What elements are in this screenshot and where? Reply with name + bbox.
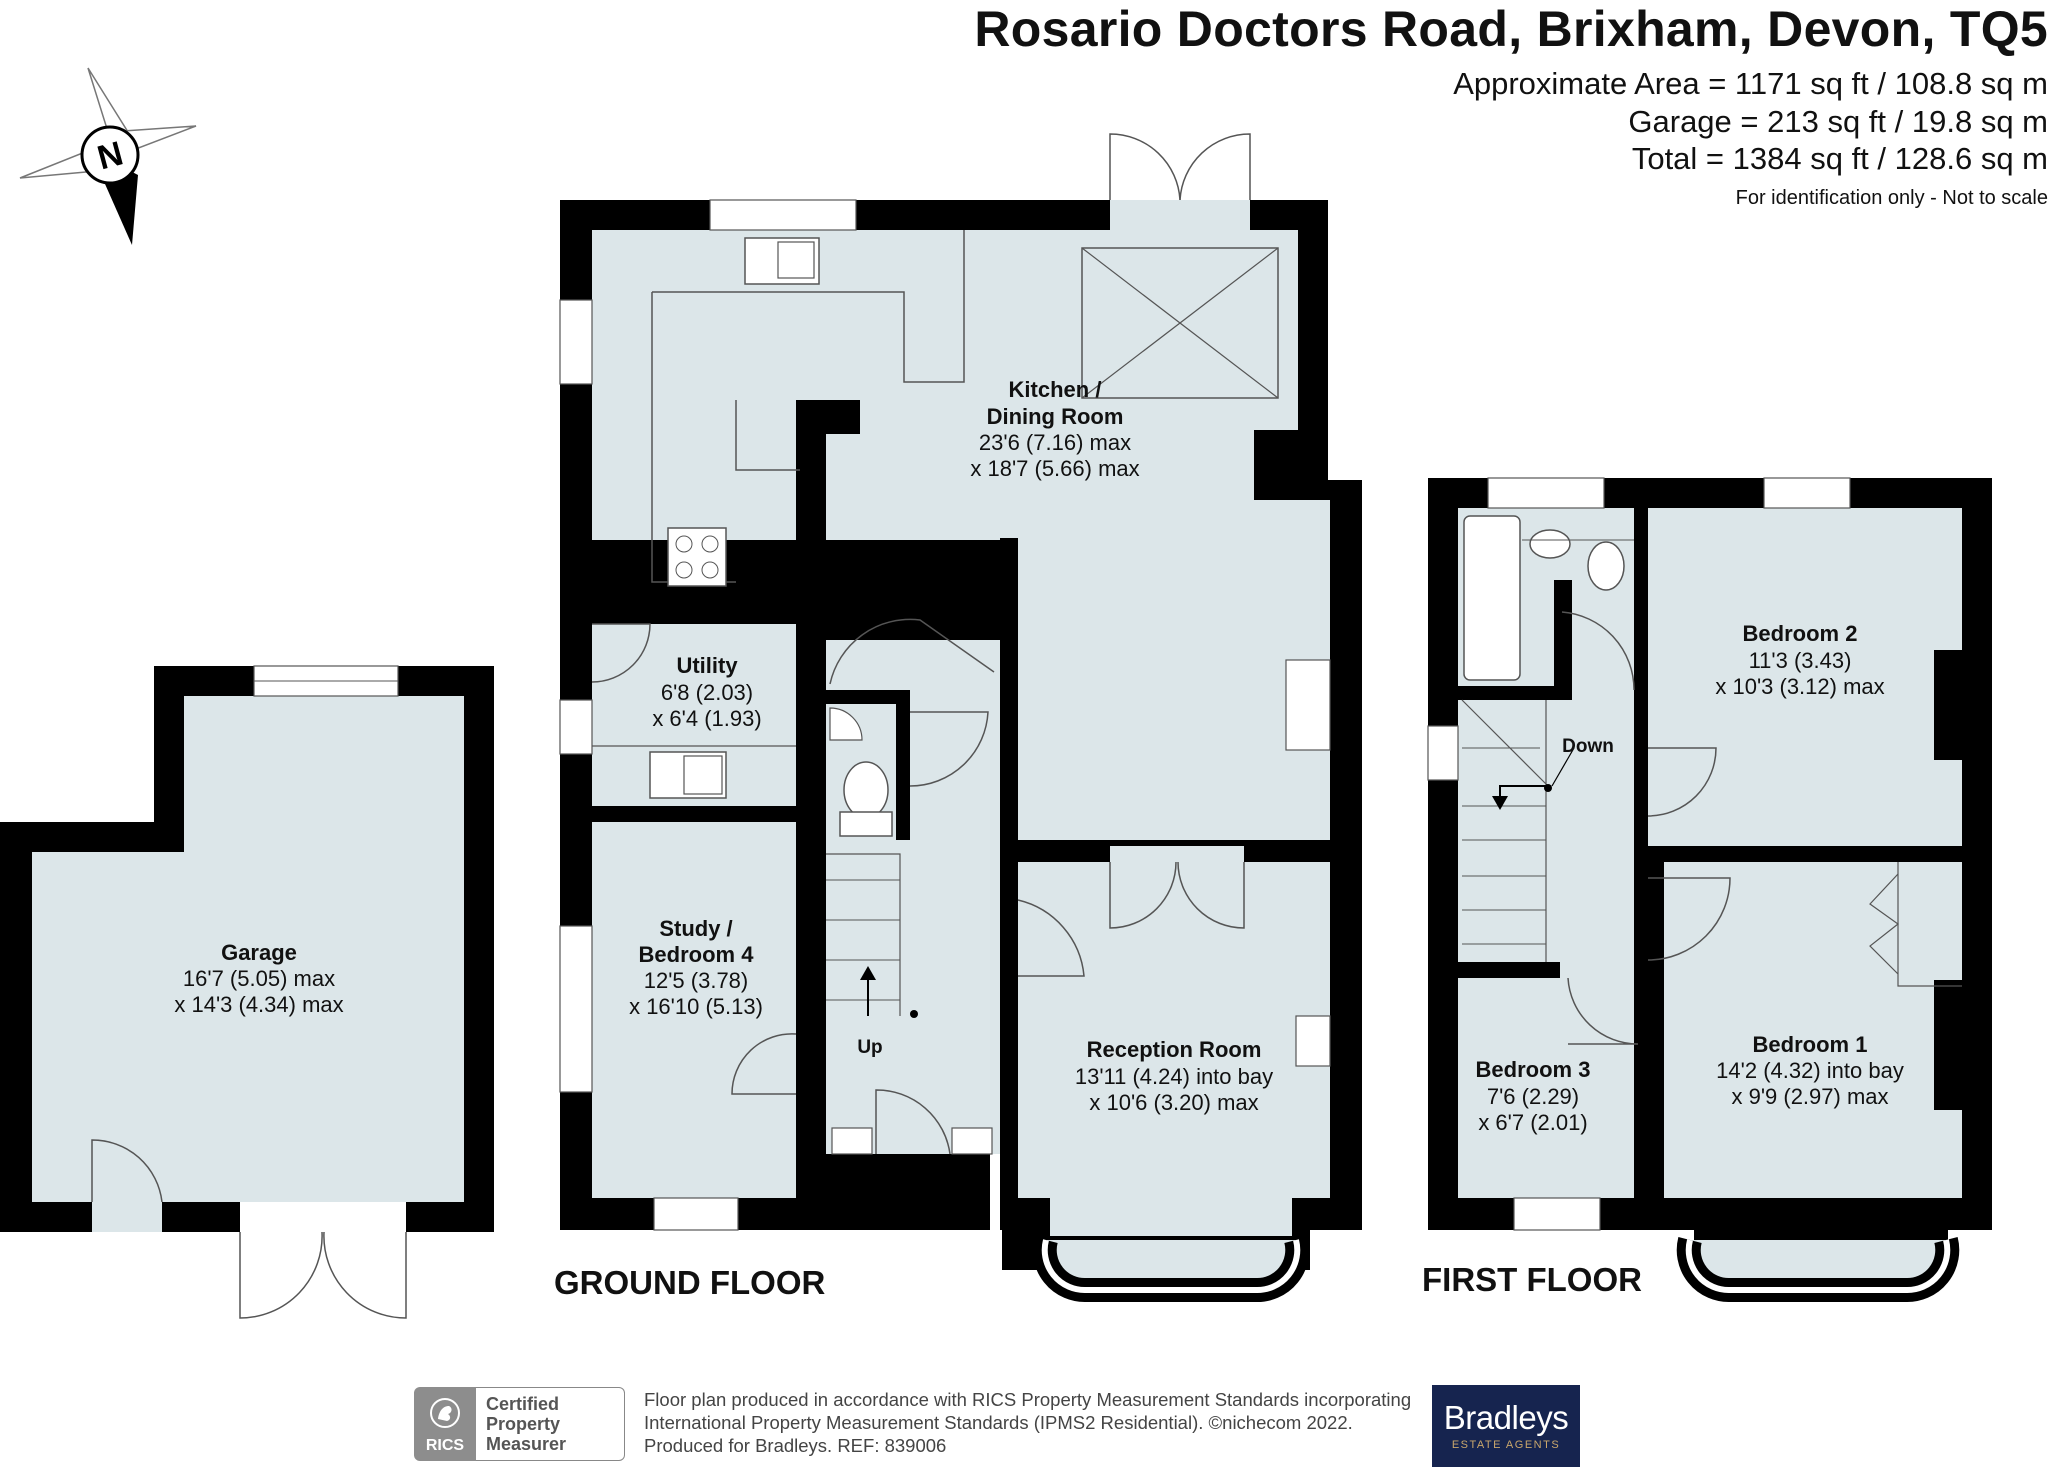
reception-name: Reception Room	[1087, 1037, 1262, 1062]
kitchen-dim-1: 23'6 (7.16) max	[979, 430, 1131, 455]
bedroom1-dim-1: 14'2 (4.32) into bay	[1716, 1058, 1904, 1083]
bedroom3-dim-2: x 6'7 (2.01)	[1478, 1110, 1587, 1135]
rics-lion-icon	[430, 1398, 460, 1428]
study-name-2: Bedroom 4	[639, 942, 755, 967]
garage-plan	[0, 665, 494, 1319]
garage-dim-2: x 14'3 (4.34) max	[174, 992, 343, 1017]
total-area-line: Total = 1384 sq ft / 128.6 sq m	[1631, 141, 2048, 176]
bedroom1-dim-2: x 9'9 (2.97) max	[1731, 1084, 1888, 1109]
garage-name: Garage	[221, 940, 297, 965]
utility-dim-1: 6'8 (2.03)	[661, 680, 753, 705]
stairs-down-label: Down	[1562, 736, 1614, 757]
rics-logo: RICS	[414, 1387, 476, 1461]
rics-badge-text: Certified Property Measurer	[476, 1387, 625, 1461]
footer-line-2: International Property Measurement Stand…	[644, 1412, 1353, 1433]
kitchen-name-1: Kitchen /	[1009, 377, 1102, 402]
bedroom2-name: Bedroom 2	[1743, 621, 1858, 646]
garage-dim-1: 16'7 (5.05) max	[183, 966, 335, 991]
garage-area-line: Garage = 213 sq ft / 19.8 sq m	[1628, 104, 2048, 139]
bedroom2-dim-1: 11'3 (3.43)	[1749, 648, 1852, 673]
rics-acronym: RICS	[425, 1437, 465, 1454]
property-address-title: Rosario Doctors Road, Brixham, Devon, TQ…	[974, 1, 2048, 57]
footer-disclaimer: Floor plan produced in accordance with R…	[644, 1388, 1411, 1457]
rics-line-3: Measurer	[486, 1434, 567, 1454]
rics-line-2: Property	[486, 1414, 561, 1434]
ground-floor-plan	[559, 133, 1362, 1302]
utility-dim-2: x 6'4 (1.93)	[652, 706, 761, 731]
room-labels: Kitchen / Dining Room 23'6 (7.16) max x …	[174, 377, 1903, 1135]
bedroom1-name: Bedroom 1	[1753, 1032, 1868, 1057]
agent-logo: Bradleys ESTATE AGENTS	[1432, 1385, 1580, 1467]
kitchen-name-2: Dining Room	[987, 404, 1124, 429]
agent-logo-tagline: ESTATE AGENTS	[1451, 1439, 1561, 1451]
stairs-up-label: Up	[857, 1037, 882, 1058]
rics-certified-badge: RICS Certified Property Measurer	[414, 1387, 628, 1461]
utility-name: Utility	[676, 653, 738, 678]
rics-line-1: Certified	[486, 1394, 560, 1414]
footer-line-1: Floor plan produced in accordance with R…	[644, 1389, 1412, 1410]
study-dim-1: 12'5 (3.78)	[644, 968, 749, 993]
reception-dim-1: 13'11 (4.24) into bay	[1075, 1064, 1273, 1089]
footer-line-3: Produced for Bradleys. REF: 839006	[644, 1435, 947, 1456]
agent-logo-name: Bradleys	[1443, 1399, 1569, 1436]
approx-area-line: Approximate Area = 1171 sq ft / 108.8 sq…	[1453, 66, 2048, 101]
not-to-scale-note: For identification only - Not to scale	[1735, 187, 2048, 209]
bedroom2-dim-2: x 10'3 (3.12) max	[1715, 674, 1884, 699]
compass-rose-icon: N	[19, 67, 197, 245]
kitchen-dim-2: x 18'7 (5.66) max	[970, 456, 1139, 481]
bedroom3-name: Bedroom 3	[1476, 1057, 1591, 1082]
reception-dim-2: x 10'6 (3.20) max	[1089, 1090, 1258, 1115]
bedroom3-dim-1: 7'6 (2.29)	[1487, 1084, 1579, 1109]
study-name-1: Study /	[659, 916, 732, 941]
first-floor-label: FIRST FLOOR	[1422, 1261, 1642, 1298]
first-floor-plan	[1427, 477, 1992, 1302]
study-dim-2: x 16'10 (5.13)	[629, 994, 763, 1019]
ground-floor-label: GROUND FLOOR	[554, 1264, 826, 1301]
